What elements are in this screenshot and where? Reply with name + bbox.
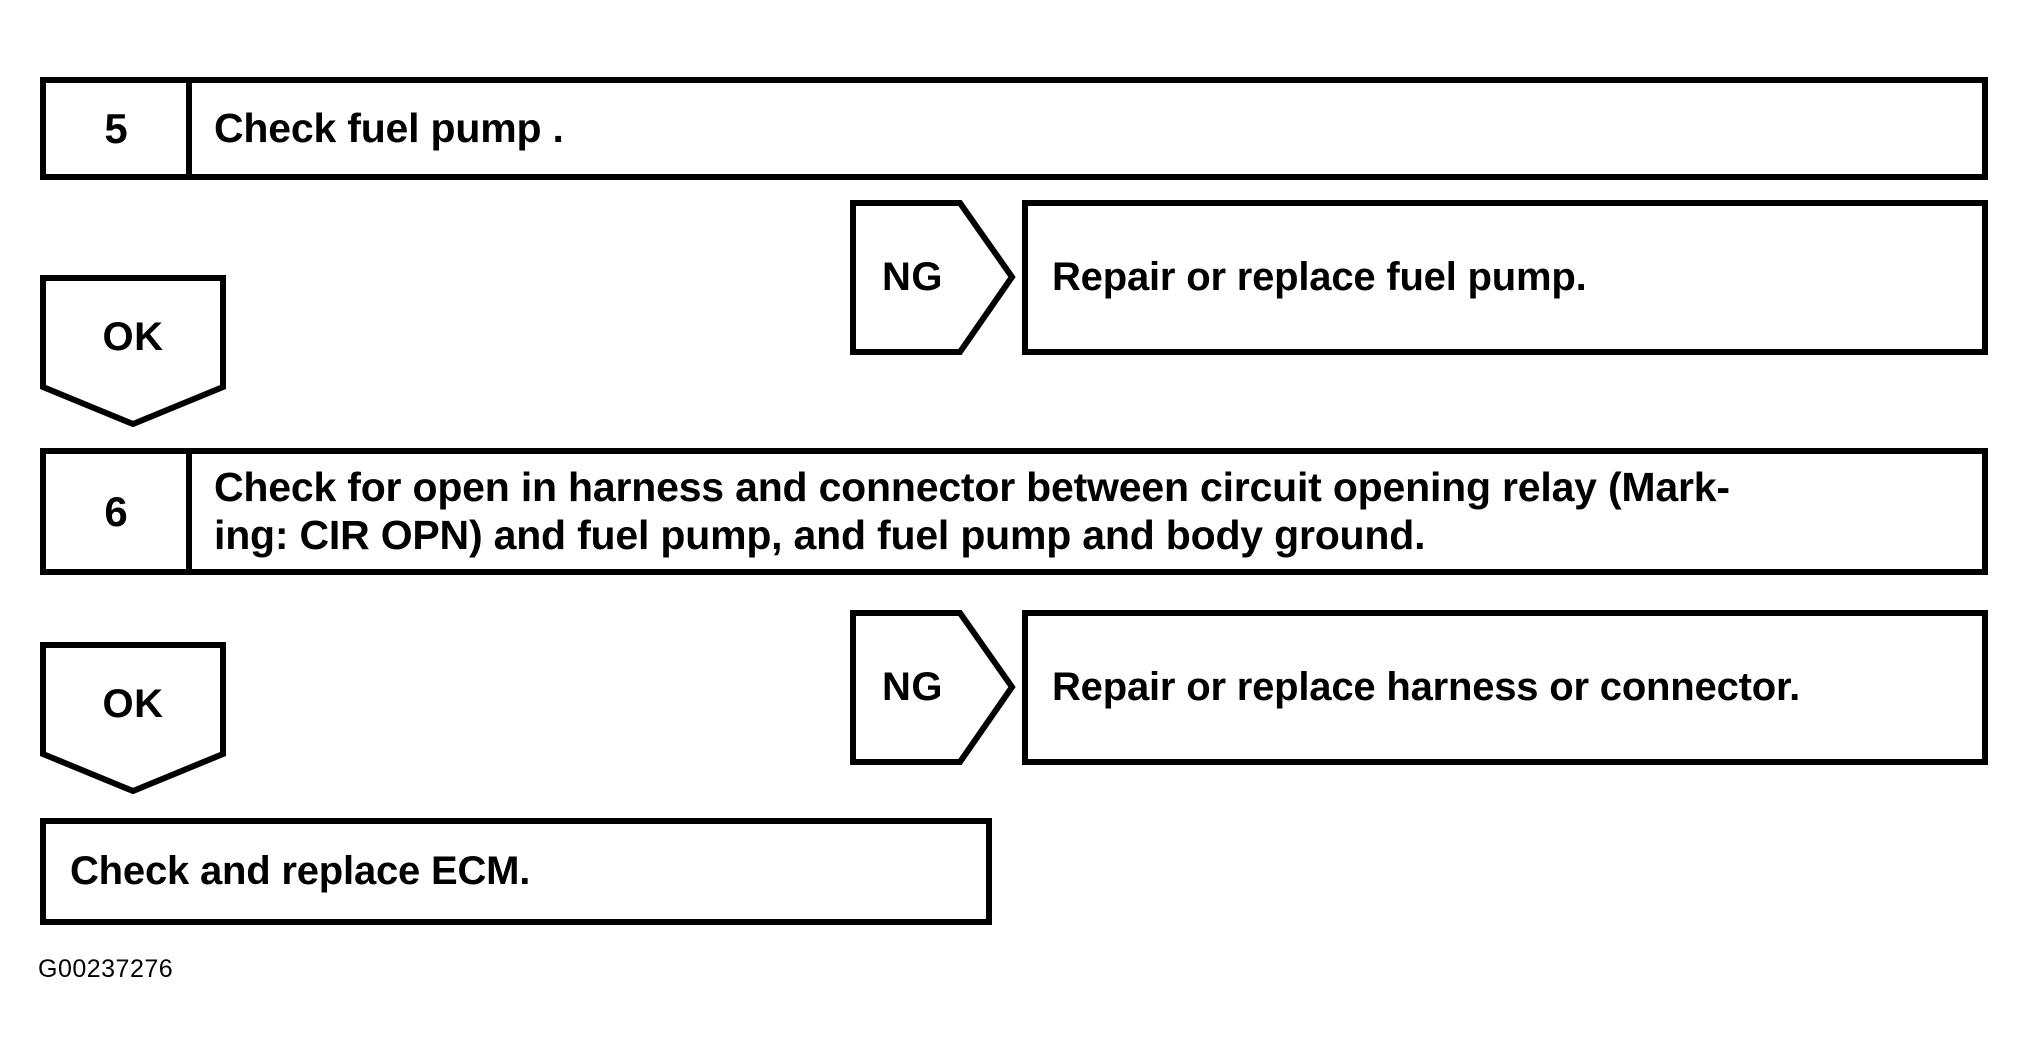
ng-label-2: NG [882, 665, 943, 709]
step-box-6: 6 Check for open in harness and connecto… [40, 448, 1988, 575]
ng-result-text-2: Repair or replace harness or connector. [1052, 665, 1801, 709]
ng-result-box-1: Repair or replace fuel pump. [1022, 200, 1988, 355]
ng-pentagon-icon [850, 610, 1016, 765]
step-text-6-line2: ing: CIR OPN) and fuel pump, and fuel pu… [214, 511, 1426, 558]
ng-pentagon-icon [850, 200, 1016, 355]
ng-branch-1: NG [850, 200, 1016, 355]
step-number-5: 5 [46, 83, 192, 174]
ng-result-box-2: Repair or replace harness or connector. [1022, 610, 1988, 765]
figure-id-label: G00237276 [38, 955, 174, 983]
step-number-6: 6 [46, 454, 192, 569]
final-action-text: Check and replace ECM. [70, 849, 531, 893]
ok-branch-1: OK [40, 275, 226, 427]
step-text-6: Check for open in harness and connector … [192, 454, 1982, 569]
ok-pentagon-icon [40, 642, 226, 794]
ok-label-1: OK [102, 315, 164, 359]
final-action-box: Check and replace ECM. [40, 818, 992, 925]
ok-label-2: OK [102, 682, 164, 726]
ok-branch-2: OK [40, 642, 226, 794]
step-text-6-line1: Check for open in harness and connector … [214, 464, 1730, 511]
ng-branch-2: NG [850, 610, 1016, 765]
step-text-5: Check fuel pump . [214, 104, 564, 151]
ng-label-1: NG [882, 255, 943, 299]
ng-result-text-1: Repair or replace fuel pump. [1052, 255, 1587, 299]
ok-pentagon-icon [40, 275, 226, 427]
step-box-5: 5 Check fuel pump . [40, 77, 1988, 180]
